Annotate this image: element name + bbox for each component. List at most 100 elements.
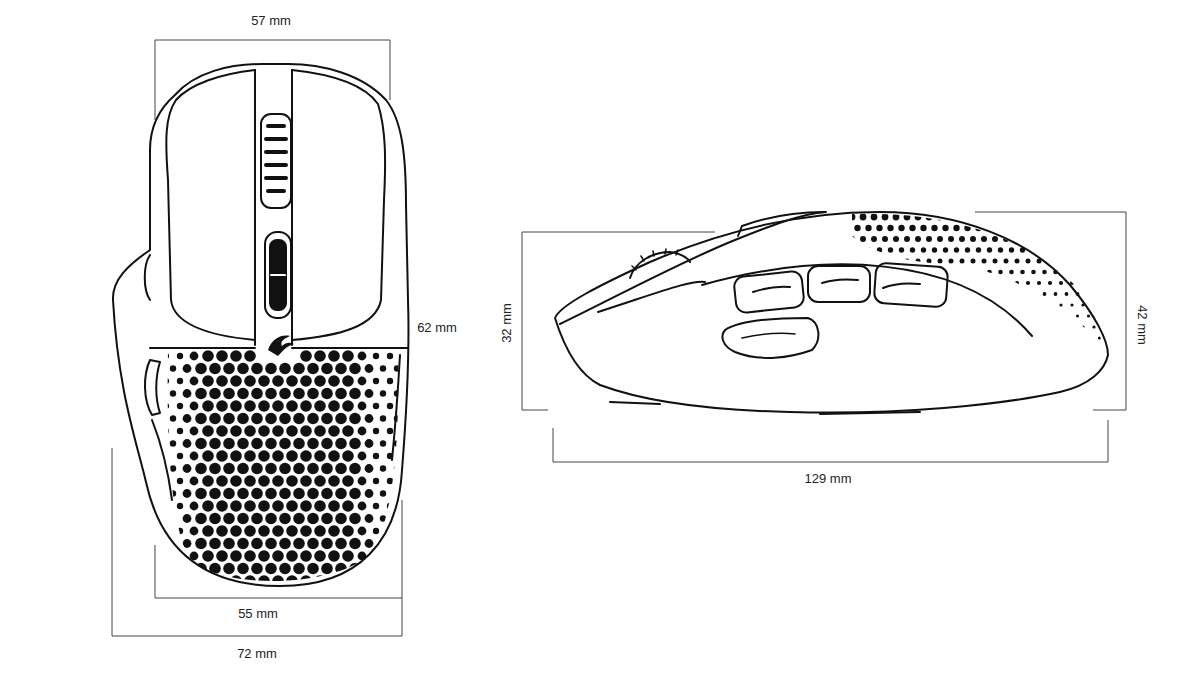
hole xyxy=(888,270,893,275)
hole xyxy=(871,214,878,221)
hole xyxy=(1015,259,1020,264)
hole xyxy=(190,502,199,511)
hole xyxy=(209,488,221,500)
hole xyxy=(307,363,319,375)
hole xyxy=(163,453,169,459)
hole xyxy=(889,292,893,296)
hole xyxy=(1026,325,1029,328)
hole xyxy=(209,413,221,425)
hole xyxy=(1103,259,1108,264)
hole xyxy=(987,247,992,252)
hole xyxy=(1008,225,1014,231)
hole xyxy=(358,452,367,461)
hole xyxy=(933,336,936,339)
hole xyxy=(1003,214,1010,221)
hole xyxy=(328,350,340,362)
hole xyxy=(265,363,277,375)
hole xyxy=(878,292,882,296)
hole xyxy=(163,578,169,584)
hole xyxy=(328,400,340,412)
hole xyxy=(321,513,333,525)
hole xyxy=(183,514,192,523)
hole xyxy=(300,575,312,587)
hole xyxy=(244,525,256,537)
hole xyxy=(894,347,897,350)
hole xyxy=(170,515,176,521)
hole xyxy=(1010,336,1013,339)
hole xyxy=(300,350,312,362)
hole xyxy=(387,428,393,434)
hole xyxy=(1053,270,1058,275)
hole xyxy=(971,281,975,285)
hole xyxy=(349,438,361,450)
hole xyxy=(365,564,374,573)
hole xyxy=(279,538,291,550)
hole xyxy=(300,400,312,412)
hole xyxy=(279,413,291,425)
hole xyxy=(272,575,284,587)
hole xyxy=(894,281,898,285)
hole xyxy=(279,488,291,500)
hole xyxy=(955,292,959,296)
hole xyxy=(926,214,933,221)
hole xyxy=(949,259,954,264)
hole xyxy=(1080,214,1087,221)
body-outline xyxy=(113,64,409,586)
hole xyxy=(307,438,319,450)
hole xyxy=(993,303,996,306)
hole xyxy=(307,463,319,475)
hole xyxy=(230,550,242,562)
side-button-inner xyxy=(753,287,790,292)
hole xyxy=(911,314,914,317)
hole xyxy=(286,575,298,587)
hole xyxy=(1019,225,1025,231)
hole xyxy=(216,525,228,537)
hole xyxy=(286,375,298,387)
hole xyxy=(251,463,263,475)
hole xyxy=(959,236,965,242)
hole xyxy=(900,314,903,317)
hole xyxy=(986,225,992,231)
hole xyxy=(349,563,361,575)
hole xyxy=(258,425,270,437)
hole xyxy=(237,388,249,400)
hole xyxy=(265,388,277,400)
dpi-button-inner xyxy=(270,240,286,310)
hole xyxy=(1103,281,1107,285)
hole xyxy=(230,400,242,412)
hole xyxy=(1098,314,1101,317)
hole xyxy=(286,500,298,512)
hole xyxy=(882,236,888,242)
side-button xyxy=(874,263,949,308)
hole xyxy=(898,225,904,231)
hole xyxy=(216,375,228,387)
hole xyxy=(977,314,980,317)
right-button xyxy=(292,70,385,340)
hole xyxy=(861,281,865,285)
hole xyxy=(932,247,937,252)
hole xyxy=(966,314,969,317)
hole xyxy=(387,528,393,534)
hole xyxy=(163,403,169,409)
hole xyxy=(177,353,183,359)
hole xyxy=(916,347,919,350)
hole xyxy=(909,225,915,231)
side-button xyxy=(733,271,804,314)
hole xyxy=(883,325,886,328)
hole xyxy=(982,259,987,264)
hole xyxy=(922,336,925,339)
hole xyxy=(1076,336,1079,339)
hole xyxy=(272,500,284,512)
hole xyxy=(965,247,970,252)
hole xyxy=(999,336,1002,339)
hole xyxy=(981,214,988,221)
hole xyxy=(230,500,242,512)
hole xyxy=(1098,292,1102,296)
hole xyxy=(1009,247,1014,252)
hole xyxy=(202,450,214,462)
hole xyxy=(335,488,347,500)
hole xyxy=(163,378,169,384)
hole xyxy=(850,303,853,306)
hole xyxy=(1070,259,1075,264)
hole xyxy=(1042,270,1047,275)
